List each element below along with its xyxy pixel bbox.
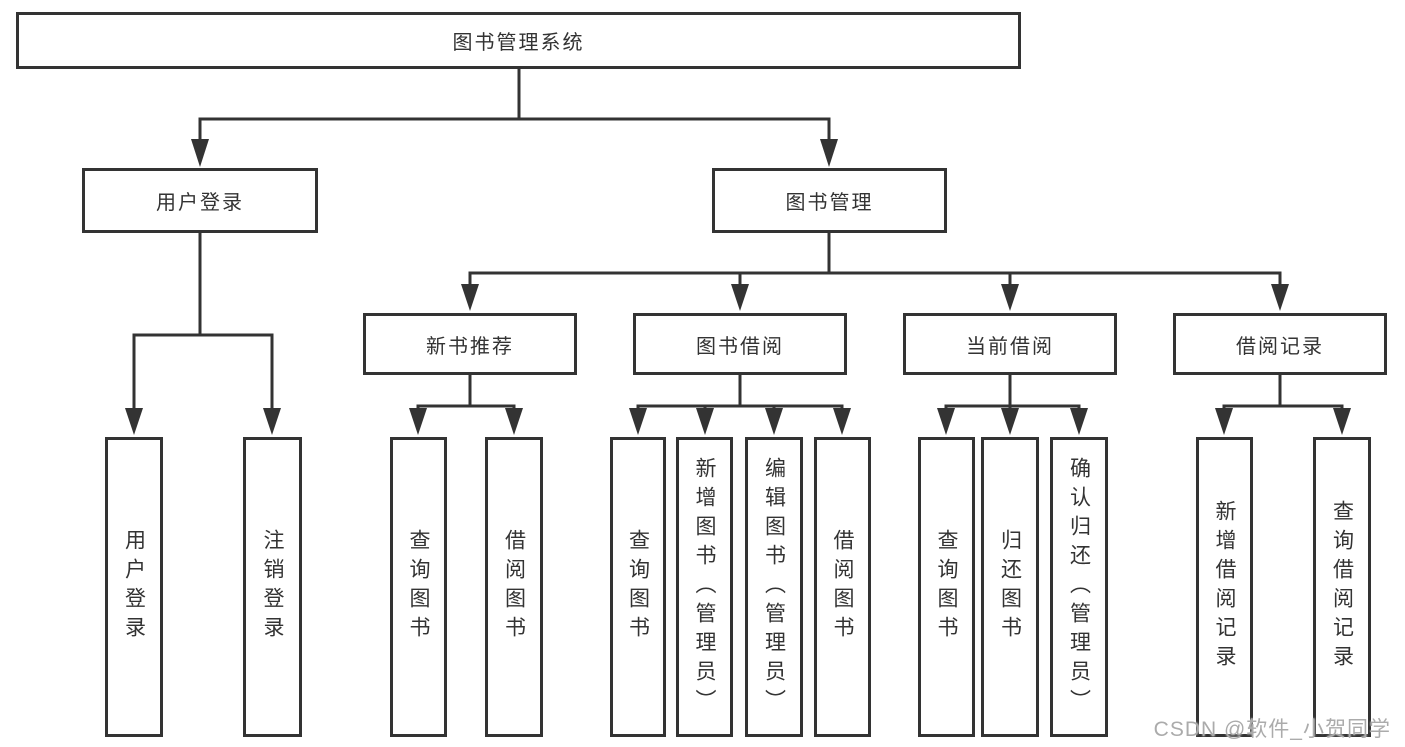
connector-borrow-records-branch [1215, 375, 1351, 435]
node-label: 查询借阅记录 [1330, 500, 1354, 674]
node-label: 借阅图书 [502, 529, 526, 645]
leaf-query-books-recommend: 查询图书 [390, 437, 447, 737]
node-label: 注销登录 [261, 529, 285, 645]
leaf-confirm-return-admin: 确认归还（管理员） [1050, 437, 1108, 737]
leaf-return-books: 归还图书 [981, 437, 1039, 737]
node-label: 借阅记录 [1236, 335, 1324, 358]
node-user-login: 用户登录 [82, 168, 318, 233]
node-borrow-records: 借阅记录 [1173, 313, 1387, 375]
connector-book-management-branch [461, 233, 1289, 311]
leaf-edit-books-admin: 编辑图书（管理员） [745, 437, 803, 737]
node-new-book-recommend: 新书推荐 [363, 313, 577, 375]
node-label: 图书管理系统 [452, 32, 585, 54]
leaf-borrow-books-recommend: 借阅图书 [485, 437, 543, 737]
connector-new-book-branch [409, 375, 523, 435]
connector-book-borrow-branch [629, 375, 851, 435]
leaf-user-login: 用户登录 [105, 437, 163, 737]
node-book-management: 图书管理 [712, 168, 947, 233]
leaf-query-borrow-record: 查询借阅记录 [1313, 437, 1371, 737]
leaf-logout: 注销登录 [243, 437, 302, 737]
leaf-add-borrow-record: 新增借阅记录 [1196, 437, 1253, 737]
node-library-management-system: 图书管理系统 [16, 12, 1021, 69]
leaf-query-books-current: 查询图书 [918, 437, 975, 737]
leaf-add-books-admin: 新增图书（管理员） [676, 437, 733, 737]
node-label: 查询图书 [407, 529, 431, 645]
node-label: 新增图书（管理员） [693, 456, 717, 718]
node-label: 归还图书 [998, 529, 1022, 645]
node-label: 用户登录 [156, 192, 244, 214]
node-book-borrow: 图书借阅 [633, 313, 847, 375]
node-label: 新书推荐 [426, 335, 514, 358]
node-label: 图书借阅 [696, 335, 784, 358]
node-label: 用户登录 [122, 529, 146, 645]
node-label: 确认归还（管理员） [1067, 456, 1091, 718]
node-label: 当前借阅 [966, 335, 1054, 358]
node-current-borrow: 当前借阅 [903, 313, 1117, 375]
leaf-query-books-borrow: 查询图书 [610, 437, 666, 737]
connector-user-login-branch [125, 233, 281, 435]
node-label: 查询图书 [626, 529, 650, 645]
csdn-watermark: CSDN @软件_小贺同学 [1153, 718, 1391, 741]
node-label: 编辑图书（管理员） [762, 456, 786, 718]
leaf-borrow-books: 借阅图书 [814, 437, 871, 737]
node-label: 查询图书 [935, 529, 959, 645]
node-label: 借阅图书 [831, 529, 855, 645]
connector-current-borrow-branch [937, 375, 1088, 435]
node-label: 图书管理 [785, 192, 874, 214]
node-label: 新增借阅记录 [1213, 500, 1237, 674]
connector-root-to-level2 [191, 69, 838, 167]
